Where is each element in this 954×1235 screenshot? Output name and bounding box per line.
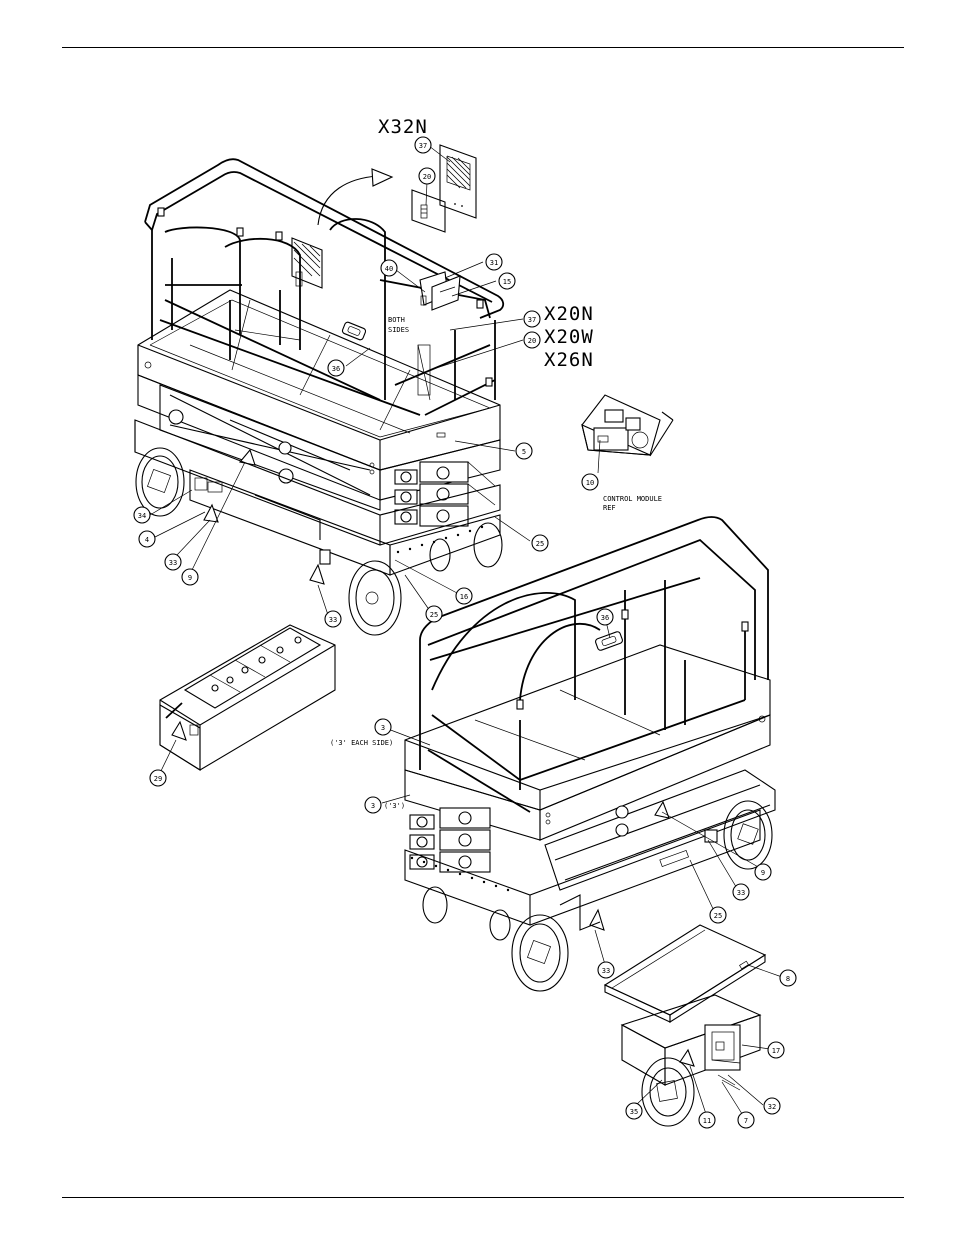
callout-36-lower: 36 (596, 608, 614, 626)
svg-text:20: 20 (423, 173, 431, 181)
callout-34: 34 (133, 506, 151, 524)
upper-scissor-lift (134, 158, 505, 636)
callout-35: 35 (625, 1102, 643, 1120)
callout-25-lower: 25 (709, 906, 727, 924)
leader-lines (149, 145, 783, 1118)
svg-text:36: 36 (332, 365, 340, 373)
svg-text:35: 35 (630, 1108, 638, 1116)
callout-36-top: 36 (327, 359, 345, 377)
callout-37-mid: 37 (523, 310, 541, 328)
exploded-tray (603, 924, 767, 1127)
callout-33-left: 33 (164, 553, 182, 571)
svg-text:31: 31 (490, 259, 498, 267)
model-label-x20w: X20W (544, 326, 594, 348)
callout-20-top: 20 (418, 167, 436, 185)
model-label-x32n: X32N (378, 116, 428, 138)
x32n-decal-panel (411, 144, 477, 233)
svg-text:25: 25 (536, 540, 544, 548)
callout-3-each: 3 (374, 718, 392, 736)
svg-text:33: 33 (737, 889, 745, 897)
callout-20-mid: 20 (523, 331, 541, 349)
callout-9-left: 9 (181, 568, 199, 586)
svg-text:32: 32 (768, 1103, 776, 1111)
callout-33-lower: 33 (597, 961, 615, 979)
svg-text:25: 25 (430, 611, 438, 619)
svg-text:9: 9 (761, 869, 765, 877)
svg-text:29: 29 (154, 775, 162, 783)
model-label-x20n: X20N (544, 303, 594, 325)
model-label-x26n: X26N (544, 349, 594, 371)
svg-text:10: 10 (586, 479, 594, 487)
note-both-sides-line1: BOTH (388, 316, 405, 324)
svg-text:5: 5 (522, 448, 526, 456)
svg-text:8: 8 (786, 975, 790, 983)
svg-text:34: 34 (138, 512, 146, 520)
callout-10: 10 (581, 473, 599, 491)
battery-module (159, 624, 336, 771)
callout-16: 16 (455, 587, 473, 605)
svg-text:3: 3 (381, 724, 385, 732)
note-three-ref: ('3') (384, 802, 405, 810)
svg-text:20: 20 (528, 337, 536, 345)
callout-37-top: 37 (414, 136, 432, 154)
svg-text:33: 33 (602, 967, 610, 975)
callout-29: 29 (149, 769, 167, 787)
svg-text:25: 25 (714, 912, 722, 920)
footer-rule (62, 1197, 904, 1198)
control-module-ref (581, 394, 674, 457)
svg-text:16: 16 (460, 593, 468, 601)
svg-text:33: 33 (169, 559, 177, 567)
header-rule (62, 47, 904, 48)
svg-text:11: 11 (703, 1117, 711, 1125)
callout-25-right: 25 (531, 534, 549, 552)
callout-25-bottom: 25 (425, 605, 443, 623)
svg-text:4: 4 (145, 536, 149, 544)
svg-text:17: 17 (772, 1047, 780, 1055)
callout-33-right: 33 (732, 883, 750, 901)
callout-4: 4 (138, 530, 156, 548)
callout-7: 7 (737, 1111, 755, 1129)
svg-text:3: 3 (371, 802, 375, 810)
svg-text:37: 37 (419, 142, 427, 150)
svg-text:36: 36 (601, 614, 609, 622)
note-control-module-line2: REF (603, 504, 616, 512)
note-each-side: ('3' EACH SIDE) (330, 739, 393, 747)
svg-text:33: 33 (329, 616, 337, 624)
lower-scissor-lift (404, 516, 776, 992)
svg-text:7: 7 (744, 1117, 748, 1125)
callout-9-right: 9 (754, 863, 772, 881)
svg-text:37: 37 (528, 316, 536, 324)
callout-33-mid: 33 (324, 610, 342, 628)
callout-40: 40 (380, 259, 398, 277)
note-control-module-line1: CONTROL MODULE (603, 495, 662, 503)
note-both-sides-line2: SIDES (388, 326, 409, 334)
svg-text:15: 15 (503, 278, 511, 286)
callout-3-ref: 3 (364, 796, 382, 814)
callout-32: 32 (763, 1097, 781, 1115)
callout-31: 31 (485, 253, 503, 271)
callouts: 37 20 40 31 15 37 20 36 5 10 34 4 33 9 2… (133, 136, 797, 1129)
callout-8: 8 (779, 969, 797, 987)
callout-15: 15 (498, 272, 516, 290)
flip-arrow (317, 175, 379, 226)
callout-17: 17 (767, 1041, 785, 1059)
svg-text:40: 40 (385, 265, 393, 273)
callout-5: 5 (515, 442, 533, 460)
svg-text:9: 9 (188, 574, 192, 582)
callout-11: 11 (698, 1111, 716, 1129)
